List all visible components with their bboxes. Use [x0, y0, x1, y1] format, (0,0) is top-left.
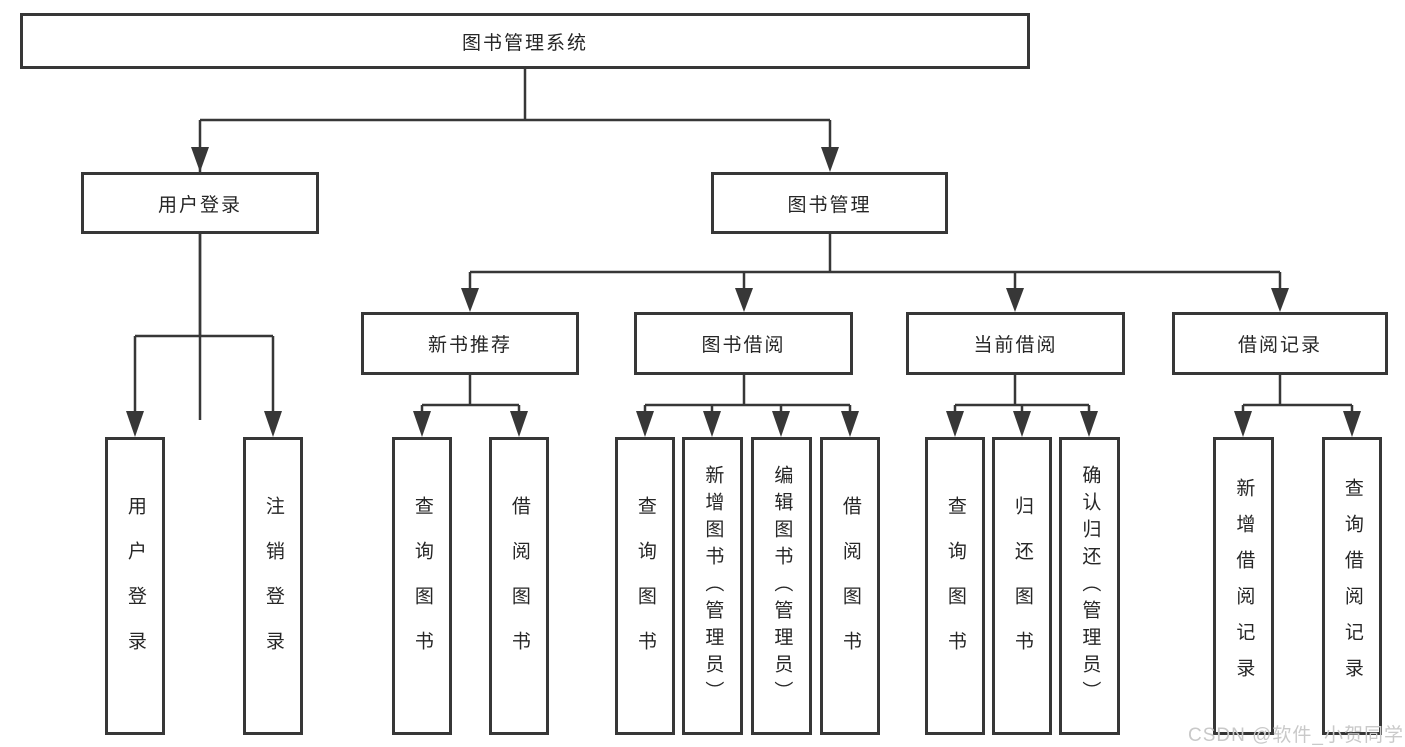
node-borrowing-records: 借阅记录	[1172, 312, 1388, 375]
node-label: 图书管理	[787, 194, 872, 216]
leaf-current-query-books: 查询图书	[925, 437, 985, 735]
leaf-borrowing-add-books-admin: 新增图书（管理员）	[682, 437, 743, 735]
connector-user-login	[133, 234, 275, 420]
node-book-borrowing: 图书借阅	[634, 312, 853, 375]
leaf-label: 借阅图书	[508, 496, 530, 676]
connector-book-management	[468, 234, 1282, 295]
leaf-label: 查询图书	[411, 496, 433, 676]
leaf-current-return-books: 归还图书	[992, 437, 1052, 735]
csdn-watermark: CSDN @软件_小贺同学	[1188, 725, 1404, 746]
node-user-login: 用户登录	[81, 172, 319, 234]
connector-new-book-recommend	[420, 375, 521, 420]
leaf-label: 查询借阅记录	[1341, 478, 1363, 694]
leaf-user-login: 用户登录	[105, 437, 165, 735]
leaf-label: 用户登录	[124, 496, 146, 676]
connector-borrowing-records	[1241, 375, 1354, 420]
leaf-label: 确认归还（管理员）	[1079, 464, 1101, 708]
leaf-records-add-record: 新增借阅记录	[1213, 437, 1274, 735]
leaf-label: 归还图书	[1011, 496, 1033, 676]
leaf-recommend-borrow-books: 借阅图书	[489, 437, 549, 735]
node-current-borrowing: 当前借阅	[906, 312, 1125, 375]
leaf-borrowing-edit-books-admin: 编辑图书（管理员）	[751, 437, 812, 735]
leaf-borrowing-borrow-books: 借阅图书	[820, 437, 880, 735]
leaf-recommend-query-books: 查询图书	[392, 437, 452, 735]
node-library-management-system: 图书管理系统	[20, 13, 1030, 69]
leaf-label: 编辑图书（管理员）	[771, 464, 793, 708]
leaf-borrowing-query-books: 查询图书	[615, 437, 675, 735]
node-new-book-recommend: 新书推荐	[361, 312, 579, 375]
connector-book-borrowing	[643, 375, 852, 420]
node-label: 当前借阅	[973, 335, 1058, 356]
node-label: 图书管理系统	[461, 32, 588, 54]
leaf-label: 查询图书	[634, 496, 656, 676]
node-label: 用户登录	[157, 194, 242, 216]
node-label: 借阅记录	[1237, 335, 1322, 356]
node-label: 新书推荐	[427, 335, 512, 356]
leaf-label: 借阅图书	[839, 496, 861, 676]
leaf-label: 新增借阅记录	[1233, 478, 1255, 694]
node-label: 图书借阅	[701, 335, 786, 356]
leaf-label: 新增图书（管理员）	[702, 464, 724, 708]
leaf-label: 注销登录	[262, 496, 284, 676]
leaf-current-confirm-return-admin: 确认归还（管理员）	[1059, 437, 1120, 735]
leaf-logout: 注销登录	[243, 437, 303, 735]
leaf-label: 查询图书	[944, 496, 966, 676]
connector-current-borrowing	[953, 375, 1091, 420]
node-book-management: 图书管理	[711, 172, 948, 234]
leaf-records-query-record: 查询借阅记录	[1322, 437, 1382, 735]
